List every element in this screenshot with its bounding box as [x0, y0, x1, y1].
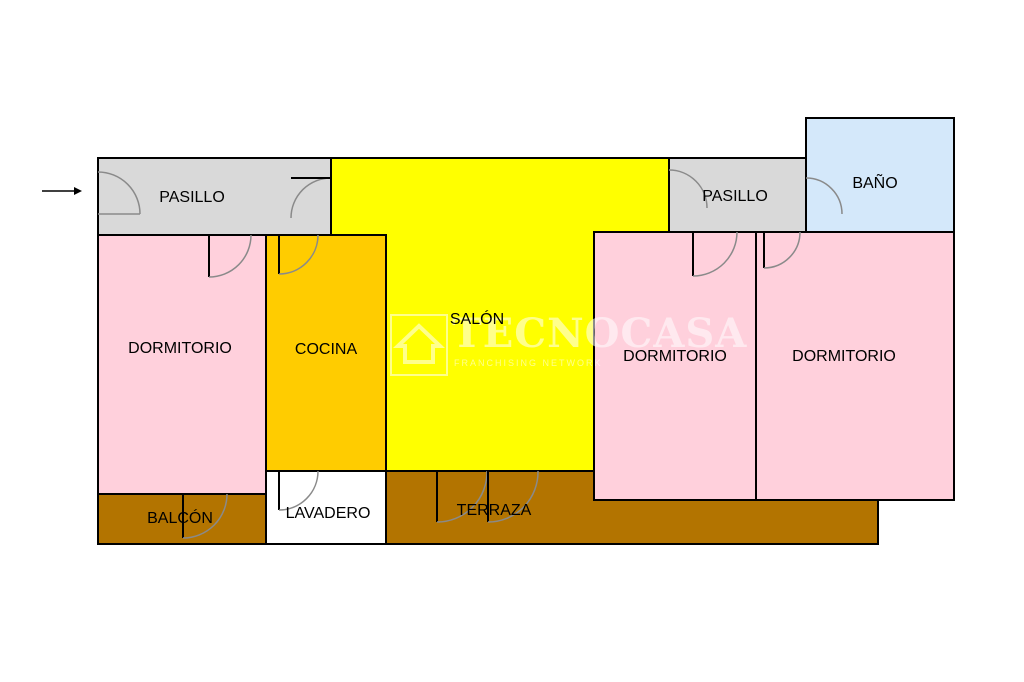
room-dormitorio-right [755, 231, 955, 501]
label-salon: SALÓN [449, 311, 505, 328]
label-bano: BAÑO [852, 175, 898, 192]
watermark-tagline: FRANCHISING NETWORK [454, 358, 603, 368]
room-dormitorio-left [97, 234, 267, 495]
room-lavadero [265, 470, 387, 545]
label-pasillo-left: PASILLO [159, 189, 225, 206]
label-lavadero: LAVADERO [285, 505, 371, 522]
label-balcon: BALCÓN [147, 510, 213, 527]
house-icon [390, 314, 448, 376]
room-dormitorio-mid [593, 231, 757, 501]
label-dormitorio-right: DORMITORIO [792, 348, 896, 365]
label-dormitorio-mid: DORMITORIO [623, 348, 727, 365]
room-terraza [385, 470, 879, 545]
label-dormitorio-left: DORMITORIO [128, 340, 232, 357]
arrow-right-icon [42, 187, 82, 195]
label-pasillo-right: PASILLO [702, 188, 768, 205]
door-swings [97, 169, 843, 539]
watermark-brand: TECNOCASA [452, 310, 748, 357]
watermark: TECNOCASA FRANCHISING NETWORK [390, 310, 746, 376]
room-bano [805, 117, 955, 233]
room-cocina [265, 234, 387, 472]
room-pasillo-right [668, 157, 807, 233]
label-terraza: TERRAZA [456, 502, 532, 519]
label-cocina: COCINA [294, 341, 358, 358]
